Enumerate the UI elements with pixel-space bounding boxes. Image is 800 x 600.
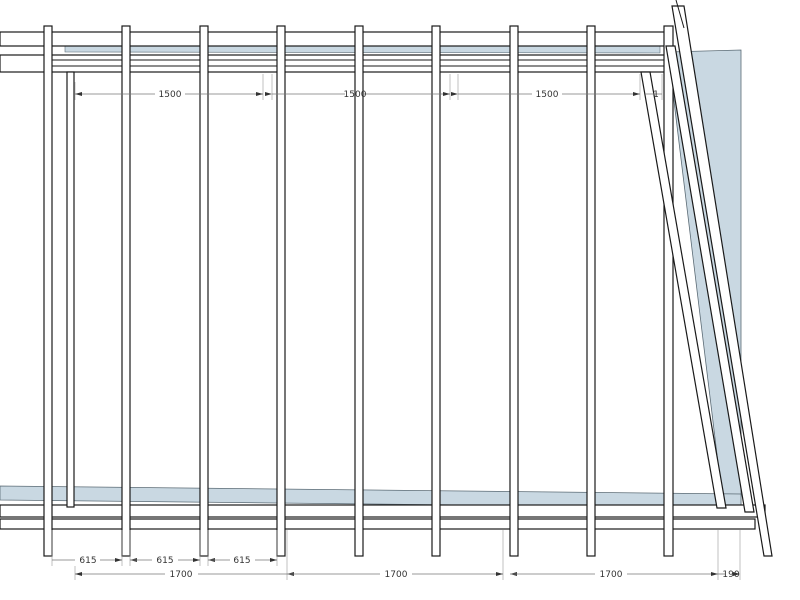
top-dimensions: 1500 1500 1500 1 — [74, 74, 663, 100]
rafter-5 — [354, 25, 364, 557]
top-dim-1: 1500 — [159, 90, 182, 100]
rafters — [43, 25, 674, 557]
bottom-dim1-3: 615 — [233, 556, 250, 566]
rafter-1 — [43, 25, 53, 557]
top-beam-outer — [0, 31, 669, 47]
diagonal-long — [671, 5, 773, 557]
bottom-beams — [0, 504, 766, 530]
rafter-4 — [276, 25, 286, 557]
top-dim-2: 1500 — [344, 90, 367, 100]
glass-panels — [0, 43, 742, 513]
rafter-6 — [431, 25, 441, 557]
bottom-beam-inner — [0, 518, 756, 530]
bottom-dim2-4: 190 — [722, 570, 739, 580]
rafter-2 — [121, 25, 131, 557]
diagonal-members — [640, 0, 773, 557]
bottom-beam-outer — [0, 504, 766, 518]
rafter-8 — [586, 25, 596, 557]
bottom-dim2-3: 1700 — [600, 570, 623, 580]
top-dim-3: 1500 — [536, 90, 559, 100]
bottom-dim2-2: 1700 — [385, 570, 408, 580]
bottom-dim2-1: 1700 — [170, 570, 193, 580]
bottom-dim1-1: 615 — [79, 556, 96, 566]
bottom-dim1-2: 615 — [156, 556, 173, 566]
diagonal-short — [640, 71, 727, 509]
bottom-dimensions-row1: 615 615 615 — [51, 530, 278, 566]
rafter-3 — [199, 25, 209, 557]
rafter-7 — [509, 25, 519, 557]
diagonal-mid — [665, 45, 755, 513]
bottom-dimensions-row2: 1700 1700 1700 190 — [74, 530, 741, 580]
rafter-1b — [66, 71, 75, 508]
top-beam-inner — [0, 54, 669, 73]
rafter-9 — [663, 25, 674, 557]
top-dim-4: 1 — [653, 90, 659, 100]
